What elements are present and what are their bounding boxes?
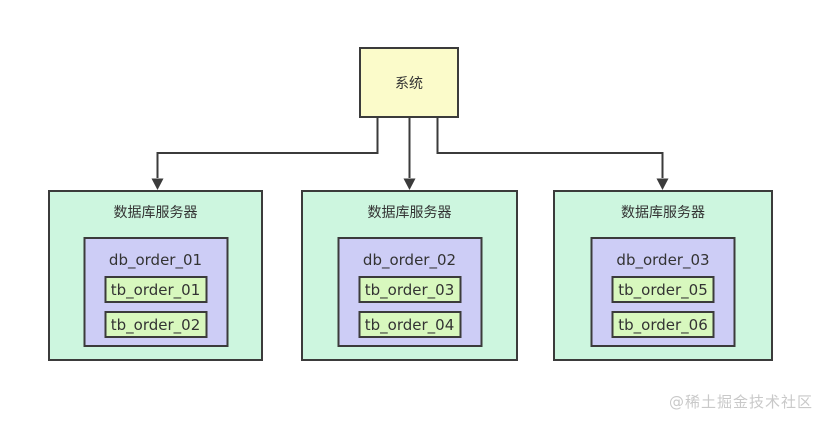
watermark: @稀土掘金技术社区 bbox=[668, 393, 813, 411]
table-node: tb_order_04 bbox=[358, 311, 461, 338]
server-node-2: 数据库服务器 db_order_02 tb_order_03 tb_order_… bbox=[301, 190, 518, 361]
system-label: 系统 bbox=[395, 75, 423, 92]
server-title: 数据库服务器 bbox=[621, 205, 705, 221]
database-node: db_order_01 tb_order_01 tb_order_02 bbox=[83, 237, 228, 347]
arrowhead-left-icon bbox=[151, 178, 164, 190]
table-node: tb_order_03 bbox=[358, 276, 461, 303]
table-node: tb_order_01 bbox=[104, 276, 207, 303]
database-label: db_order_02 bbox=[362, 250, 457, 269]
system-node: 系统 bbox=[359, 47, 459, 118]
arrowhead-right-icon bbox=[656, 178, 669, 190]
server-title: 数据库服务器 bbox=[367, 205, 452, 221]
table-node: tb_order_05 bbox=[611, 276, 715, 303]
database-node: db_order_02 tb_order_03 tb_order_04 bbox=[337, 237, 482, 347]
server-node-1: 数据库服务器 db_order_01 tb_order_01 tb_order_… bbox=[48, 190, 263, 361]
server-node-3: 数据库服务器 db_order_03 tb_order_05 tb_order_… bbox=[553, 190, 773, 361]
connector-left bbox=[156, 118, 379, 178]
server-title: 数据库服务器 bbox=[113, 205, 198, 221]
table-node: tb_order_06 bbox=[611, 311, 715, 338]
connector-right bbox=[436, 118, 664, 178]
arrowhead-middle-icon bbox=[403, 178, 416, 190]
table-node: tb_order_02 bbox=[104, 311, 207, 338]
database-label: db_order_01 bbox=[108, 250, 203, 269]
database-label: db_order_03 bbox=[616, 250, 710, 269]
database-node: db_order_03 tb_order_05 tb_order_06 bbox=[590, 237, 736, 347]
